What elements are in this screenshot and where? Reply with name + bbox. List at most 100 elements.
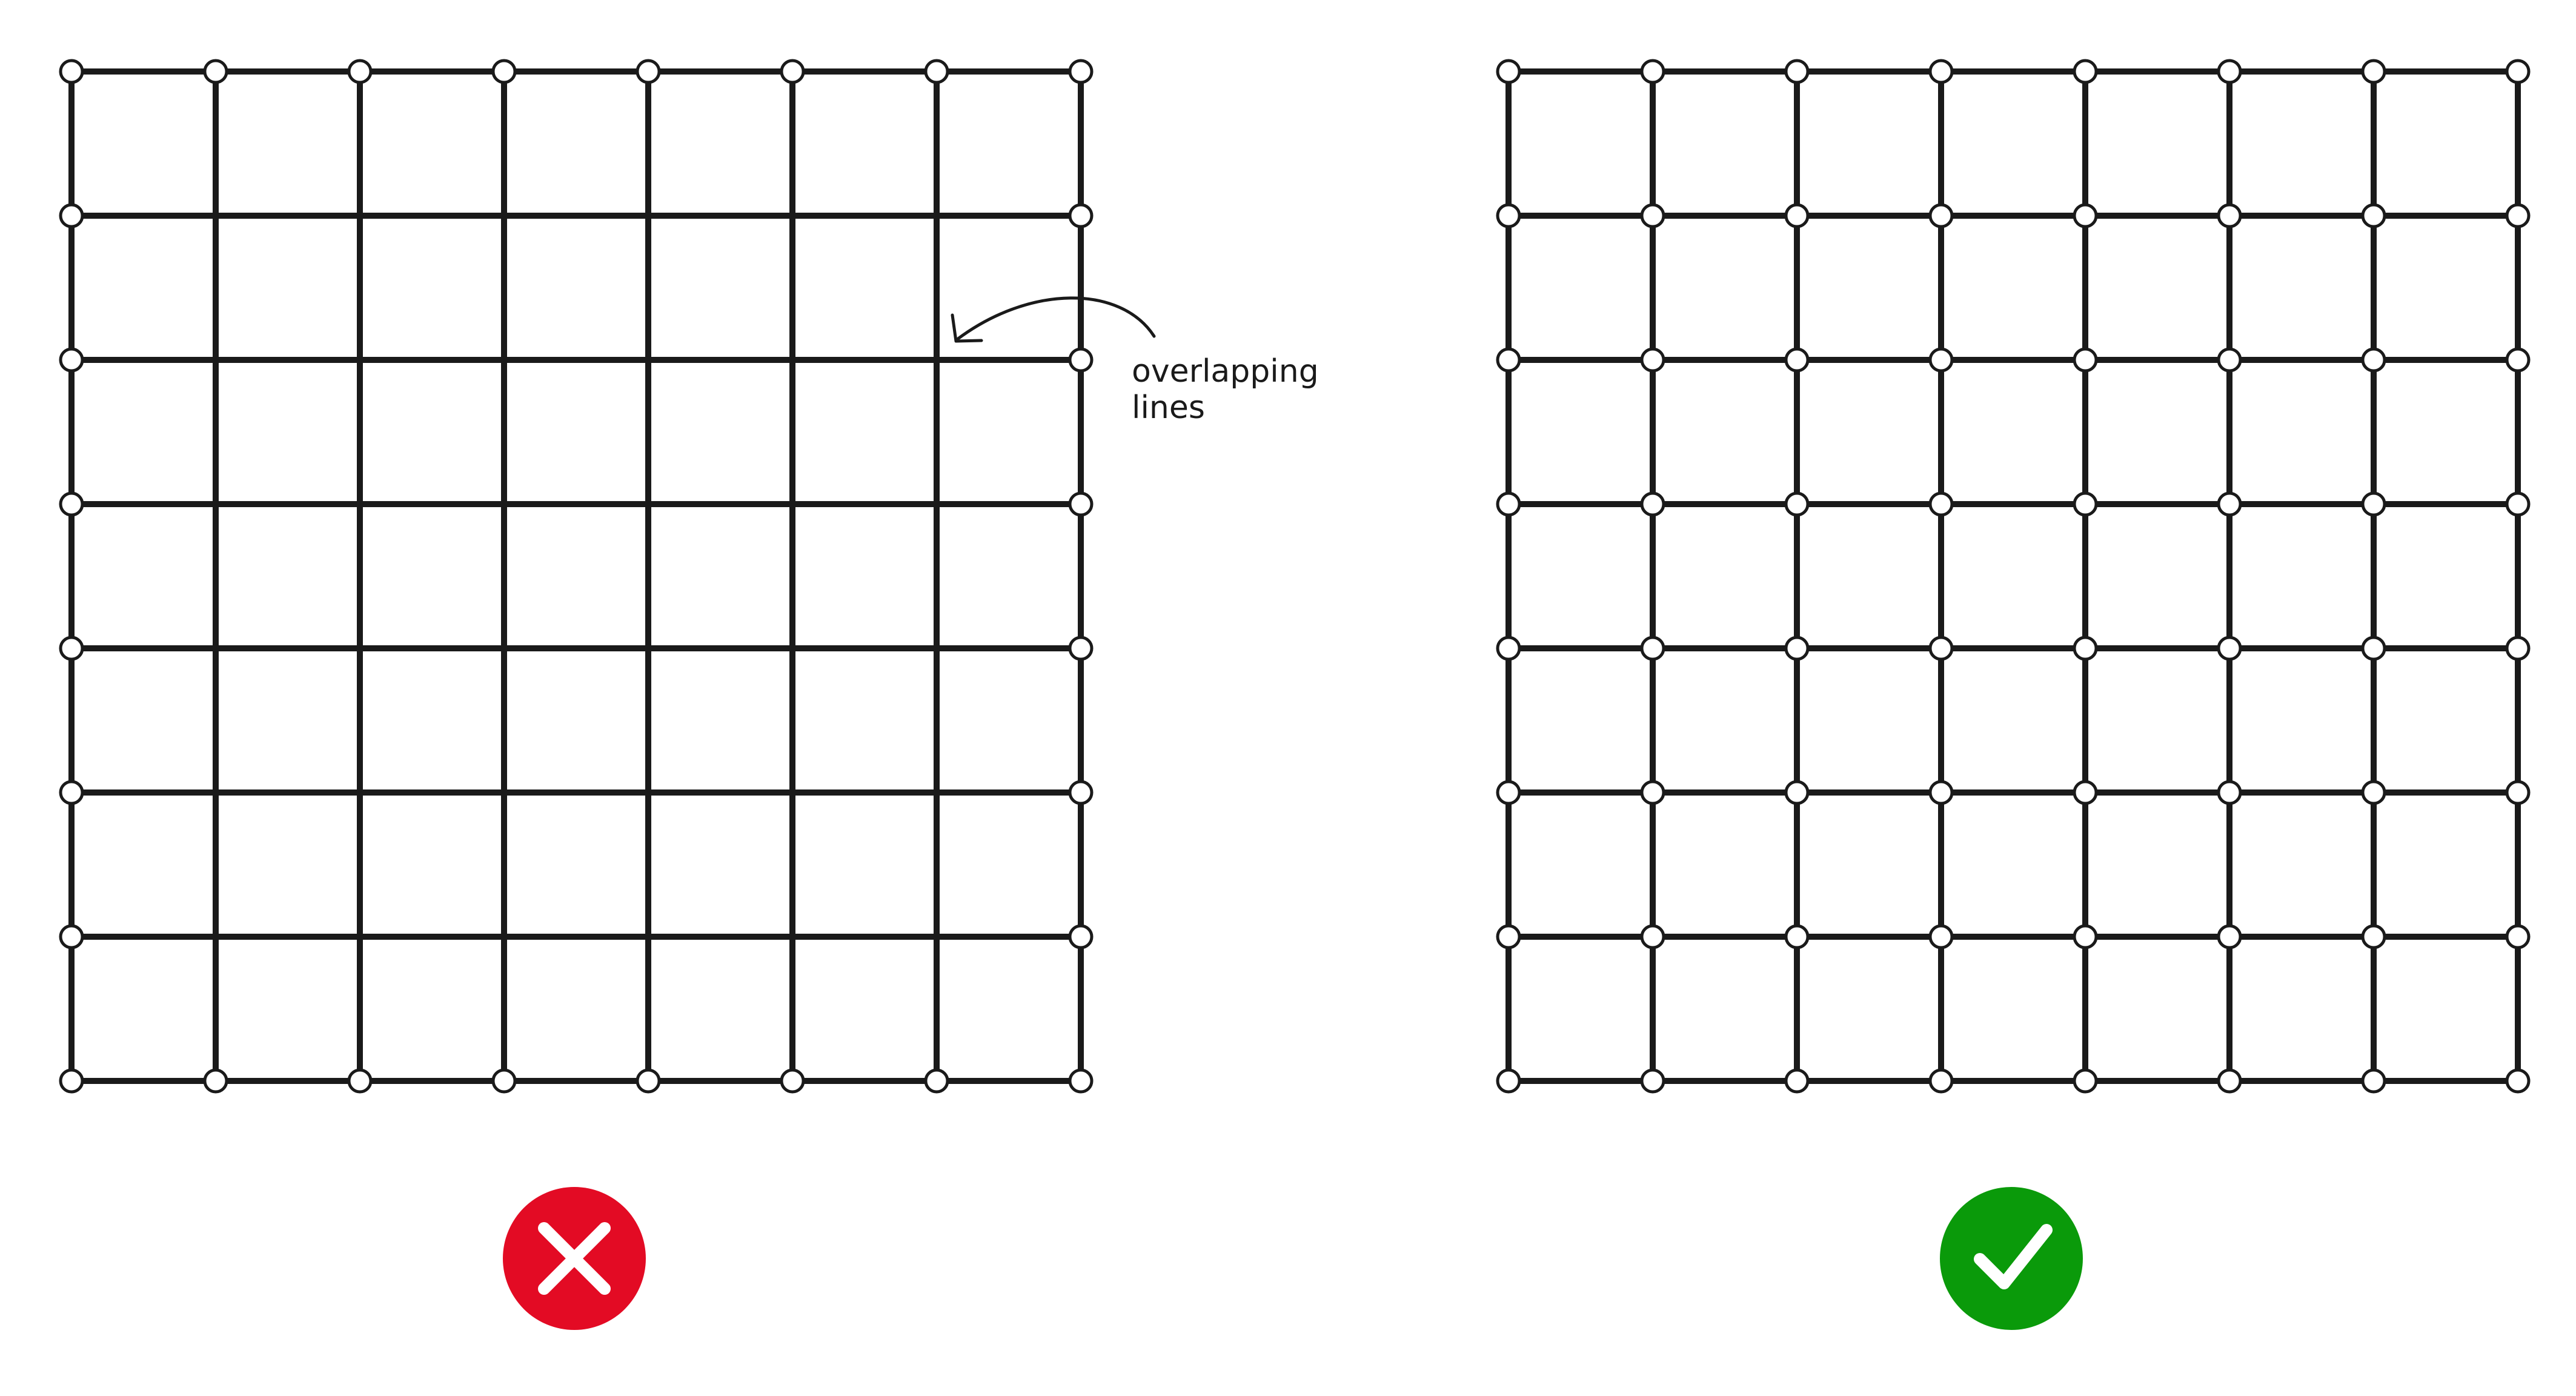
right-grid-node: [2361, 491, 2386, 517]
left-grid-node: [780, 1068, 805, 1094]
right-grid-node: [1928, 924, 1954, 949]
right-grid-node: [1928, 347, 1954, 373]
right-grid-node: [2361, 347, 2386, 373]
right-grid-node: [2217, 347, 2242, 373]
right-grid-node: [2073, 780, 2098, 805]
right-grid-node: [2217, 636, 2242, 661]
right-grid-node: [1496, 1068, 1521, 1094]
check-icon: [1974, 1224, 2053, 1289]
right-grid-node: [1496, 780, 1521, 805]
right-grid-node: [2217, 203, 2242, 228]
right-grid-node: [2073, 59, 2098, 84]
annotation-line-1: overlapping: [1132, 353, 1319, 390]
right-grid-node: [1640, 780, 1665, 805]
right-grid-node: [2217, 1068, 2242, 1094]
right-grid-node: [1784, 780, 1810, 805]
right-grid-node: [2217, 491, 2242, 517]
left-grid-node: [347, 1068, 373, 1094]
left-grid-node: [1068, 491, 1094, 517]
right-grid-node: [1784, 203, 1810, 228]
right-grid-node: [2505, 636, 2531, 661]
left-grid-node: [1068, 203, 1094, 228]
cross-icon: [538, 1222, 611, 1295]
left-grid-node: [1068, 924, 1094, 949]
left-grid-node: [780, 59, 805, 84]
right-grid-node: [2073, 924, 2098, 949]
right-grid-lines: [1505, 68, 2521, 1084]
right-grid-node: [2361, 780, 2386, 805]
right-grid-node: [1496, 636, 1521, 661]
right-grid-node: [1784, 347, 1810, 373]
right-grid-node: [1784, 1068, 1810, 1094]
right-grid-node: [2505, 203, 2531, 228]
right-grid-node: [2505, 347, 2531, 373]
left-grid-node: [491, 1068, 517, 1094]
right-grid-node: [2361, 636, 2386, 661]
left-grid-node: [59, 203, 84, 228]
right-grid-node: [2361, 59, 2386, 84]
right-grid-node: [1640, 1068, 1665, 1094]
left-grid-node: [59, 924, 84, 949]
left-grid-node: [203, 1068, 228, 1094]
right-grid-node: [2505, 924, 2531, 949]
left-grid-node: [59, 780, 84, 805]
right-grid-node: [2217, 59, 2242, 84]
left-grid-node: [203, 59, 228, 84]
left-grid-nodes: [59, 59, 1094, 1094]
left-grid-node: [636, 1068, 661, 1094]
right-grid-node: [1640, 924, 1665, 949]
right-grid-node: [1496, 203, 1521, 228]
correct-badge: [1940, 1187, 2083, 1330]
right-grid-node: [1784, 491, 1810, 517]
right-grid-node: [1784, 59, 1810, 84]
right-grid-node: [2217, 780, 2242, 805]
right-grid-node: [2073, 636, 2098, 661]
left-grid-node: [491, 59, 517, 84]
left-grid-node: [636, 59, 661, 84]
right-grid-node: [2361, 924, 2386, 949]
curved-arrow-icon: [955, 296, 1156, 341]
left-grid-node: [1068, 347, 1094, 373]
right-grid-node: [2217, 924, 2242, 949]
right-grid-node: [1640, 491, 1665, 517]
overlap-annotation: overlapping lines: [951, 296, 1319, 426]
right-grid-node: [1640, 347, 1665, 373]
left-grid-node: [924, 1068, 949, 1094]
right-grid-node: [2073, 1068, 2098, 1094]
right-grid-node: [1496, 924, 1521, 949]
right-grid-node: [2505, 780, 2531, 805]
right-grid-node: [1496, 491, 1521, 517]
right-grid-node: [2073, 491, 2098, 517]
right-grid-nodes: [1496, 59, 2531, 1094]
right-grid-node: [1928, 780, 1954, 805]
right-grid-node: [1928, 59, 1954, 84]
left-grid-node: [1068, 780, 1094, 805]
right-grid-node: [1640, 636, 1665, 661]
left-grid-node: [59, 347, 84, 373]
left-grid-node: [1068, 636, 1094, 661]
right-grid-node: [2361, 203, 2386, 228]
left-grid-node: [1068, 1068, 1094, 1094]
left-grid-lines: [68, 68, 1084, 1084]
left-grid-node: [924, 59, 949, 84]
right-grid-node: [2073, 347, 2098, 373]
annotation-line-2: lines: [1132, 390, 1205, 426]
right-grid-node: [2361, 1068, 2386, 1094]
right-grid-node: [1928, 1068, 1954, 1094]
right-grid-correct: [1496, 59, 2531, 1094]
left-grid-incorrect: [59, 59, 1094, 1094]
right-grid-node: [1496, 59, 1521, 84]
right-grid-node: [1928, 491, 1954, 517]
left-grid-node: [59, 491, 84, 517]
right-grid-node: [2505, 59, 2531, 84]
right-grid-node: [1784, 924, 1810, 949]
right-grid-node: [1640, 203, 1665, 228]
right-grid-node: [1784, 636, 1810, 661]
left-grid-node: [59, 59, 84, 84]
correct-badge-circle: [1940, 1187, 2083, 1330]
right-grid-node: [2505, 491, 2531, 517]
right-grid-node: [1640, 59, 1665, 84]
incorrect-badge: [503, 1187, 646, 1330]
left-grid-node: [59, 1068, 84, 1094]
